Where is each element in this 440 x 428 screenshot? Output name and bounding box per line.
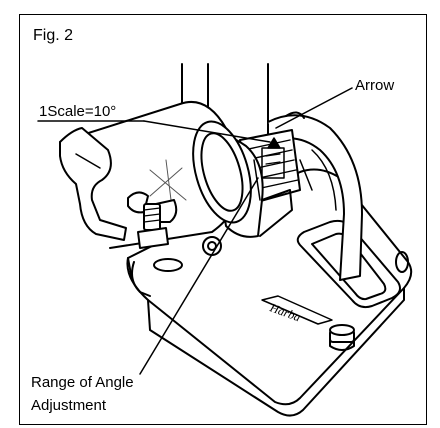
motor-cylinder (59, 101, 252, 256)
figure-number-label: Fig. 2 (33, 27, 74, 44)
clamp-arm (59, 127, 127, 241)
figure-frame (19, 14, 427, 425)
arrow-callout-label: Arrow (355, 77, 395, 94)
foot-left (131, 258, 183, 297)
range-leader (139, 177, 259, 375)
wing-nut (127, 191, 178, 249)
leader-lines (37, 87, 353, 375)
range-callout-label-line2: Adjustment (31, 397, 107, 414)
scale-callout-label: 1Scale=10° (39, 103, 117, 120)
foot-right (329, 324, 355, 351)
arrow-leader (275, 87, 353, 129)
rear-bracket (267, 111, 363, 281)
scale-leader (143, 120, 271, 143)
arrow-mark (267, 137, 281, 149)
range-callout-label-line1: Range of Angle (31, 374, 134, 391)
foot-back (395, 251, 409, 273)
